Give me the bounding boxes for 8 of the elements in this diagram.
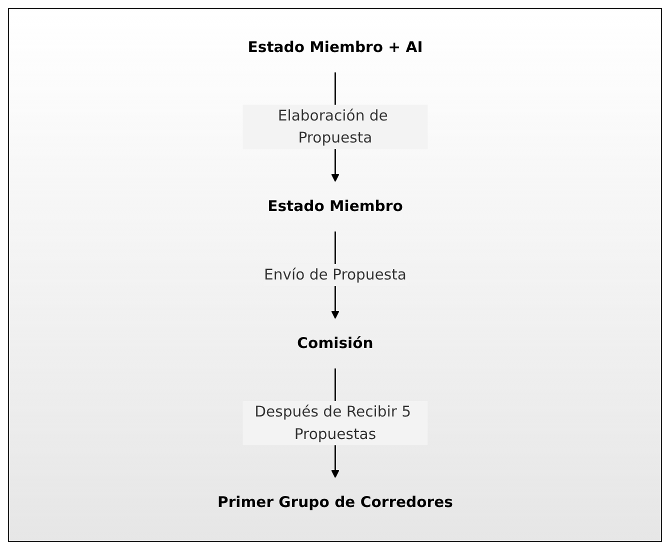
node-text: Estado Miembro bbox=[267, 197, 403, 215]
diagram-panel: Estado Miembro + AI Elaboración de Propuesta Estado Miembro Envío de Propuesta Comisión Después de Recibir 5 Propuestas Primer Grupo de Corredores bbox=[8, 8, 662, 542]
edge-label: Después de Recibir 5 Propuestas bbox=[254, 402, 411, 442]
edge-label: Envío de Propuesta bbox=[264, 266, 406, 284]
node-text: Primer Grupo de Corredores bbox=[217, 493, 453, 511]
node-text: Comisión bbox=[296, 334, 374, 352]
edge-label: Elaboración de Propuesta bbox=[278, 106, 388, 146]
node-text: Estado Miembro + AI bbox=[248, 38, 422, 56]
